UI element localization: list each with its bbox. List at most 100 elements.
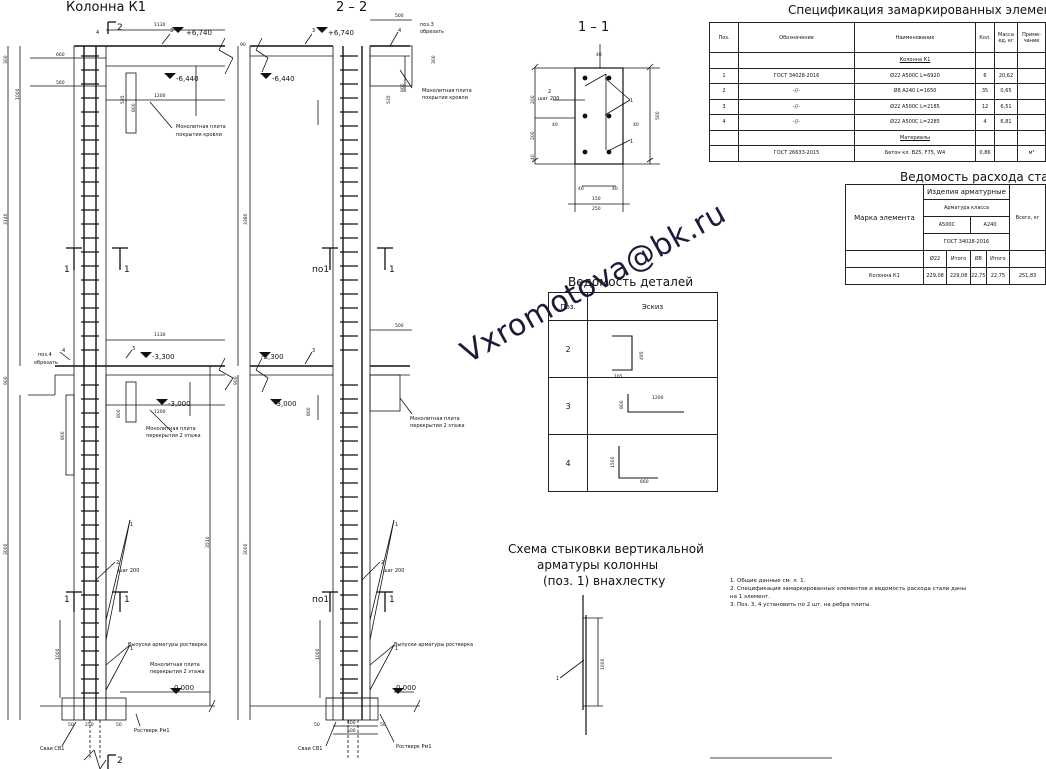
mark-4-a: 4	[96, 30, 99, 36]
dim-535-b: 535	[386, 95, 392, 104]
dim-800-e: 800	[400, 83, 406, 92]
label-floor-slab-1a: Монолитная плита	[146, 426, 196, 432]
steel-mark-header: Марка элемента	[845, 184, 924, 251]
spec-header-note: Приме- чание	[1017, 22, 1046, 53]
dim-40-f: 40	[530, 154, 536, 160]
details-header-sketch: Эскиз	[587, 292, 718, 321]
dim-900-b: 900	[233, 376, 239, 385]
dim-40-a: 40	[578, 186, 584, 192]
level-zero-2: 0,000	[396, 684, 416, 692]
cut-1-d: 1	[124, 595, 130, 605]
label-step-3: шаг 200	[538, 96, 559, 102]
cell: Ø22 А500С L=6920	[854, 67, 976, 84]
spec-header-name: Наименование	[854, 22, 976, 53]
steel-gost: ГОСТ 34028-2016	[922, 233, 1011, 251]
label-grillage-2: Ростверк Рм1	[396, 744, 432, 750]
level-top-2: +6,740	[328, 29, 354, 37]
label-pile-2: Сваи СВ1	[298, 746, 322, 752]
label-pos3b: обрезать	[420, 29, 444, 35]
cell: 251,83	[1009, 267, 1046, 285]
cut-po-a: по1	[312, 265, 329, 275]
label-roof-slab-1b: покрытия кровли	[176, 132, 222, 138]
dim-1000-c: 1000	[315, 648, 321, 660]
label-grillage-1: Ростверк Рм1	[134, 728, 170, 734]
label-pos4a: поз.4	[38, 352, 52, 358]
details-table: Поз. Эскиз 2 3 4	[548, 292, 718, 492]
dim-3380: 3380	[243, 213, 249, 225]
dim-90: 90	[240, 42, 246, 48]
label-floor-slab-3a: Монолитная плита	[150, 662, 200, 668]
dim-500-c: 500	[347, 728, 356, 734]
cell: ГОСТ 26633-2015	[738, 145, 855, 162]
cut-2-a: 2	[117, 23, 123, 33]
label-roof-slab-1a: Монолитная плита	[176, 124, 226, 130]
dim-300-b: 300	[431, 55, 437, 64]
cell: 20,62	[994, 67, 1018, 84]
dim-800-a: 800	[60, 431, 66, 440]
cell: 12	[975, 98, 995, 115]
dim-50-c: 50	[314, 722, 320, 728]
spec-group-column: Колонна К1	[854, 52, 976, 69]
cell: -//-	[738, 114, 855, 131]
dim-560: 560	[56, 80, 65, 86]
mark-4-b: 4	[62, 348, 65, 354]
spec-header-qty: Кол.	[975, 22, 995, 53]
spec-table: Поз. Обозначение Наименование Кол. Масса…	[709, 22, 1046, 162]
label-rebar-out-2: Выпуски арматуры ростверка	[394, 642, 473, 648]
mark-2-b: 2	[381, 560, 384, 566]
cell: Ø22 А500С L=2185	[854, 98, 976, 115]
cell: 4	[548, 434, 588, 492]
level-floor-under-1: -3,000	[168, 400, 191, 408]
steel-title: Ведомость расхода стали	[900, 170, 1046, 184]
dim-40-e: 40	[596, 52, 602, 58]
mark-4-c: 4	[398, 28, 401, 34]
cut-po-b: по1	[312, 595, 329, 605]
splice-title-3: (поз. 1) внахлестку	[543, 574, 666, 588]
cell: 4	[975, 114, 995, 131]
steel-products-header: Изделия арматурные	[922, 184, 1011, 200]
stirrup-marks	[81, 55, 359, 694]
dim-3140: 3140	[3, 213, 9, 225]
label-roof-slab-2b: покрытия кровли	[422, 95, 468, 101]
steel-a500: А500С	[922, 216, 971, 234]
table-row: 4	[548, 434, 718, 492]
section-11	[531, 44, 660, 212]
label-pile-1: Сваи СВ1	[40, 746, 64, 752]
cell: Ø22	[922, 250, 948, 268]
label-pos4b: обрезать	[34, 360, 58, 366]
cut-1-b: 1	[124, 265, 130, 275]
note-2: 2. Спецификация замаркированных элементо…	[730, 586, 967, 592]
dim-500-a: 500	[395, 13, 404, 19]
section-22-title: 2 – 2	[336, 0, 368, 15]
mark-2-c: 2	[548, 89, 551, 95]
cell: 229,08	[946, 267, 971, 285]
dim-3000-a: 3000	[3, 543, 9, 555]
dim-535-a: 535	[120, 95, 126, 104]
cut-1-e: 1	[389, 265, 395, 275]
spec-group-materials: Материалы	[854, 129, 976, 146]
mark-1-f: 1	[630, 139, 633, 145]
mark-1-b: 1	[130, 646, 133, 652]
mark-3-c: 3	[312, 28, 315, 34]
cut-1-a: 1	[64, 265, 70, 275]
mark-3-d: 3	[312, 348, 315, 354]
steel-class-header: Арматура класса	[922, 199, 1011, 217]
spec-header-designation: Обозначение	[738, 22, 855, 53]
cell: ГОСТ 34028-2016	[738, 67, 855, 84]
mark-1-e: 1	[630, 98, 633, 104]
dim-250-b: 250	[592, 206, 601, 212]
dim-500-d: 500	[655, 111, 661, 120]
dim-40-b: 40	[612, 186, 618, 192]
note-1: 1. Общие данные см. л. 1.	[730, 578, 806, 584]
column-elevation	[7, 21, 234, 769]
label-roof-slab-2a: Монолитная плита	[422, 88, 472, 94]
dim-3510: 3510	[205, 536, 211, 548]
cut-1-f: 1	[389, 595, 395, 605]
cut-1-c: 1	[64, 595, 70, 605]
label-step-2: шаг 200	[383, 568, 404, 574]
mark-2-a: 2	[116, 560, 119, 566]
